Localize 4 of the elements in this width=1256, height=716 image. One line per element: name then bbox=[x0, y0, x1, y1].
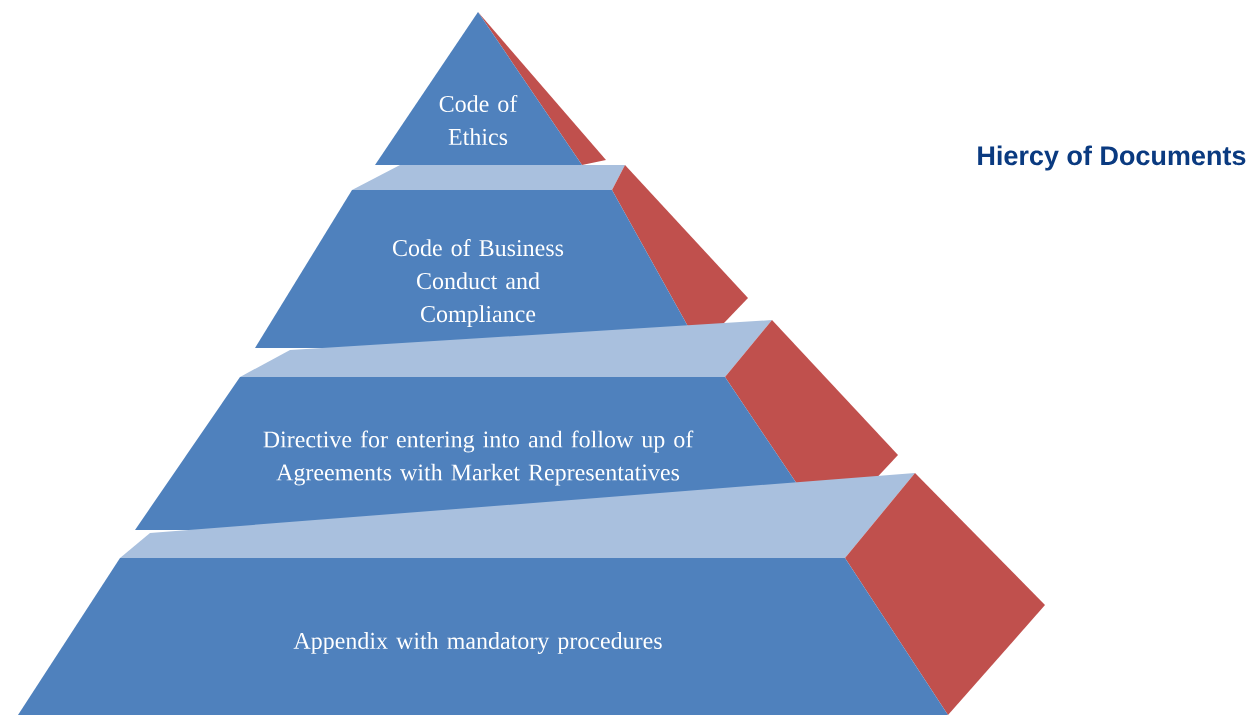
node-label: Appendix with mandatory procedures bbox=[293, 632, 662, 654]
pyramid-tier: Code of Business Conduct and Compliance bbox=[255, 165, 748, 348]
title: Hiercy of Documents bbox=[978, 145, 1246, 171]
pyramid-tier: Code of Ethics bbox=[375, 12, 606, 165]
